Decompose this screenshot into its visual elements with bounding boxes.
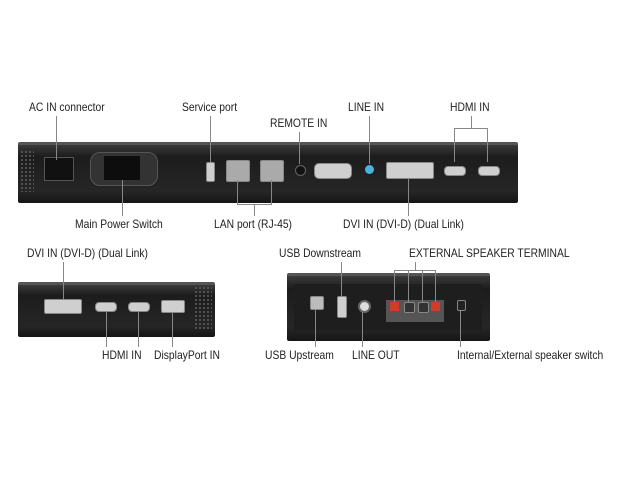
dvi-port: [386, 162, 434, 179]
lan-port-2: [260, 160, 284, 182]
leader-line: [408, 178, 409, 216]
leader-line: [394, 270, 436, 271]
ac-in-socket: [104, 156, 140, 180]
label-external-speaker-terminal: EXTERNAL SPEAKER TERMINAL: [409, 246, 570, 260]
rs232-port: [314, 163, 352, 179]
hdmi-port-2: [478, 166, 500, 176]
leader-line: [471, 116, 472, 128]
leader-line: [454, 128, 487, 129]
leader-line: [362, 312, 363, 347]
leader-line: [369, 116, 370, 164]
displayport-port: [161, 300, 185, 313]
speaker-terminal-black-1: [404, 302, 415, 313]
leader-line: [487, 128, 488, 162]
leader-line: [315, 310, 316, 347]
leader-line: [63, 262, 64, 299]
leader-line: [237, 180, 238, 204]
vent-grill: [194, 286, 212, 330]
leader-line: [254, 204, 255, 216]
remote-in-jack: [295, 165, 306, 176]
leader-line: [138, 311, 139, 347]
leader-line: [172, 312, 173, 347]
leader-line: [460, 310, 461, 347]
label-dvi-in-2: DVI IN (DVI-D) (Dual Link): [27, 246, 148, 260]
service-usb-port: [206, 162, 215, 182]
lan-port-1: [226, 160, 250, 182]
usb-upstream-port: [310, 296, 324, 310]
leader-line: [454, 128, 455, 162]
usb-downstream-port: [337, 296, 347, 318]
leader-line: [299, 132, 300, 164]
line-in-jack: [365, 165, 374, 174]
label-remote-in: REMOTE IN: [270, 116, 328, 130]
leader-line: [422, 270, 423, 302]
label-hdmi-in-2: HDMI IN: [102, 348, 142, 362]
speaker-terminal-red-left: [390, 302, 399, 311]
speaker-switch: [457, 300, 466, 311]
leader-line: [56, 116, 57, 160]
label-hdmi-in: HDMI IN: [450, 100, 490, 114]
leader-line: [435, 270, 436, 302]
leader-line: [271, 180, 272, 204]
leader-line: [408, 270, 409, 302]
label-displayport-in: DisplayPort IN: [154, 348, 220, 362]
label-usb-upstream: USB Upstream: [265, 348, 334, 362]
power-switch: [44, 157, 74, 181]
label-lan-port: LAN port (RJ-45): [214, 217, 293, 231]
leader-line: [394, 270, 395, 302]
leader-line: [210, 116, 211, 162]
label-service-port: Service port: [182, 100, 238, 114]
speaker-terminal-block: [386, 300, 444, 322]
line-out-jack: [358, 300, 371, 313]
label-dvi-in: DVI IN (DVI-D) (Dual Link): [343, 217, 464, 231]
leader-line: [106, 311, 107, 347]
vent-grill: [20, 150, 34, 192]
leader-line: [341, 262, 342, 296]
label-usb-downstream: USB Downstream: [279, 246, 362, 260]
label-ac-in-connector: AC IN connector: [29, 100, 105, 114]
leader-line: [415, 262, 416, 270]
label-line-out: LINE OUT: [352, 348, 400, 362]
speaker-terminal-red-right: [431, 302, 440, 311]
label-speaker-switch: Internal/External speaker switch: [457, 348, 604, 362]
leader-line: [122, 180, 123, 216]
hdmi-port-2: [128, 302, 150, 312]
label-line-in: LINE IN: [348, 100, 385, 114]
label-main-power-switch: Main Power Switch: [75, 217, 163, 231]
hdmi-port-1: [444, 166, 466, 176]
speaker-terminal-black-2: [418, 302, 429, 313]
dvi-port: [44, 299, 82, 314]
